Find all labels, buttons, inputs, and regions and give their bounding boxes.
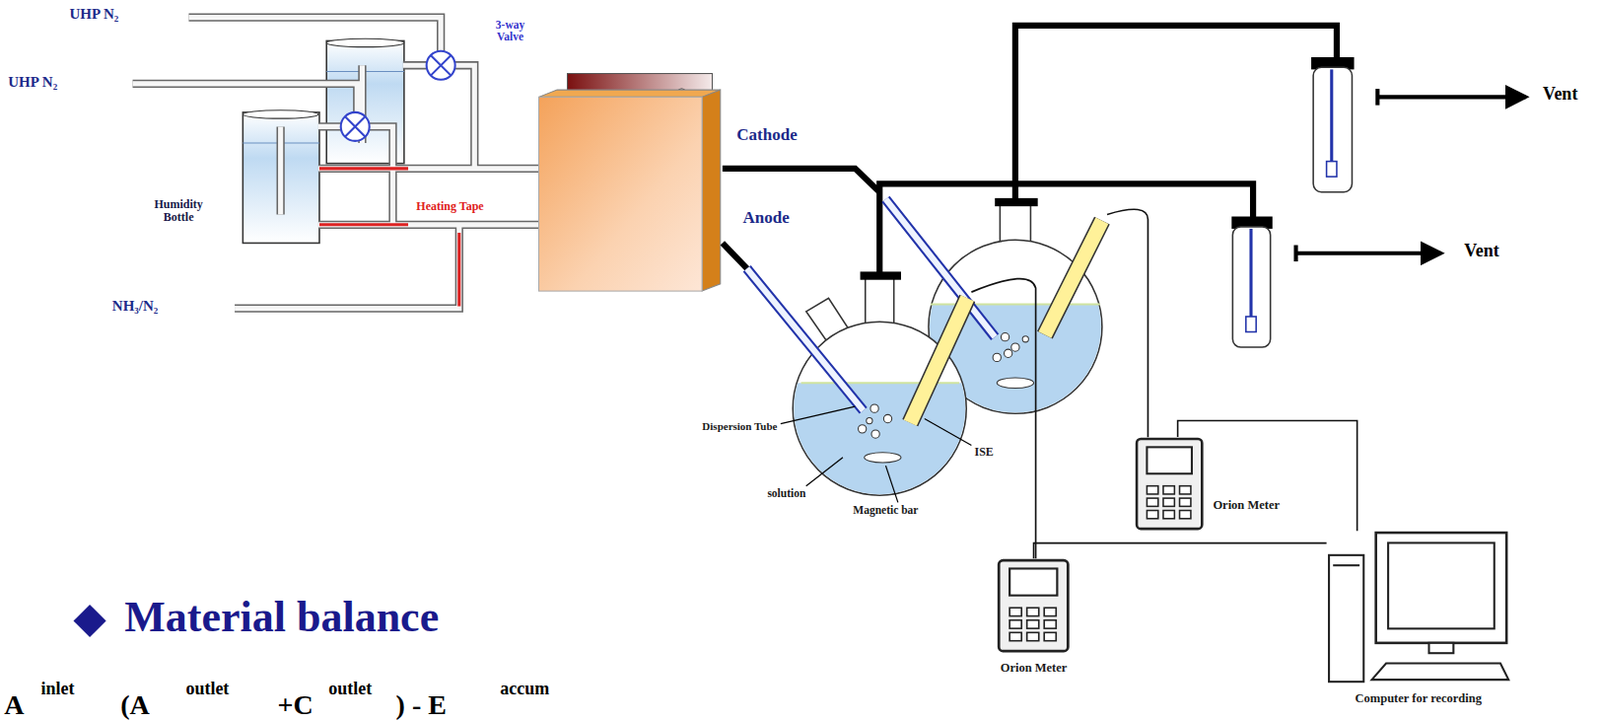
three-way-valve [341,51,456,141]
gas-label: NH₃/N₂ [112,297,159,315]
fuel-cell [539,73,721,292]
part-label: solution [766,486,806,500]
signal-cable [1178,419,1358,531]
leader-line [780,406,973,502]
equation-term: A [3,690,24,721]
equation-term: outlet [185,679,229,699]
part-label: ISE [973,445,993,459]
equation-term: +C [278,690,314,721]
equation-term: inlet [40,679,74,699]
meter-node: Orion Meter [996,557,1071,653]
bottle-label: Humidity Bottle [142,198,214,224]
vent-label: Vent [1542,84,1578,105]
equation-term: accum [499,679,550,699]
electrode-wire [971,208,1148,558]
node-label: Orion Meter [1212,498,1280,513]
equation-term: outlet [328,679,372,699]
humidity-bottle [242,38,405,243]
stopper [860,57,1355,280]
vent-arrow [1296,88,1527,262]
valve-label: 3-way Valve [484,18,538,44]
ise-electrode [909,220,1103,423]
meter-icon [996,557,1071,653]
electrode-label: Anode [743,208,790,228]
tape-label: Heating Tape [416,200,484,213]
vent-trap [1232,67,1352,348]
computer-icon [1326,530,1511,684]
electrode-label: Cathode [736,126,797,145]
part-label: Dispersion Tube [699,419,780,432]
part-label: Magnetic bar [852,503,918,517]
gas-label: UHP N₂ [7,73,58,91]
node-label: Computer for recording [1355,692,1482,706]
bullet-diamond [73,604,107,637]
equation-term: (A [120,690,150,721]
signal-cable [1034,543,1327,559]
computer-node: Computer for recording [1326,530,1511,684]
meter-icon [1134,436,1204,531]
flask [792,278,967,496]
vent-label: Vent [1463,241,1499,262]
gas-line [133,17,540,309]
node-label: Orion Meter [1000,661,1068,676]
equation-term: ) - E [396,690,447,721]
section-heading: Material balance [124,593,439,641]
gas-label: UHP N₂ [69,5,119,23]
meter-node: Orion Meter [1134,436,1204,531]
